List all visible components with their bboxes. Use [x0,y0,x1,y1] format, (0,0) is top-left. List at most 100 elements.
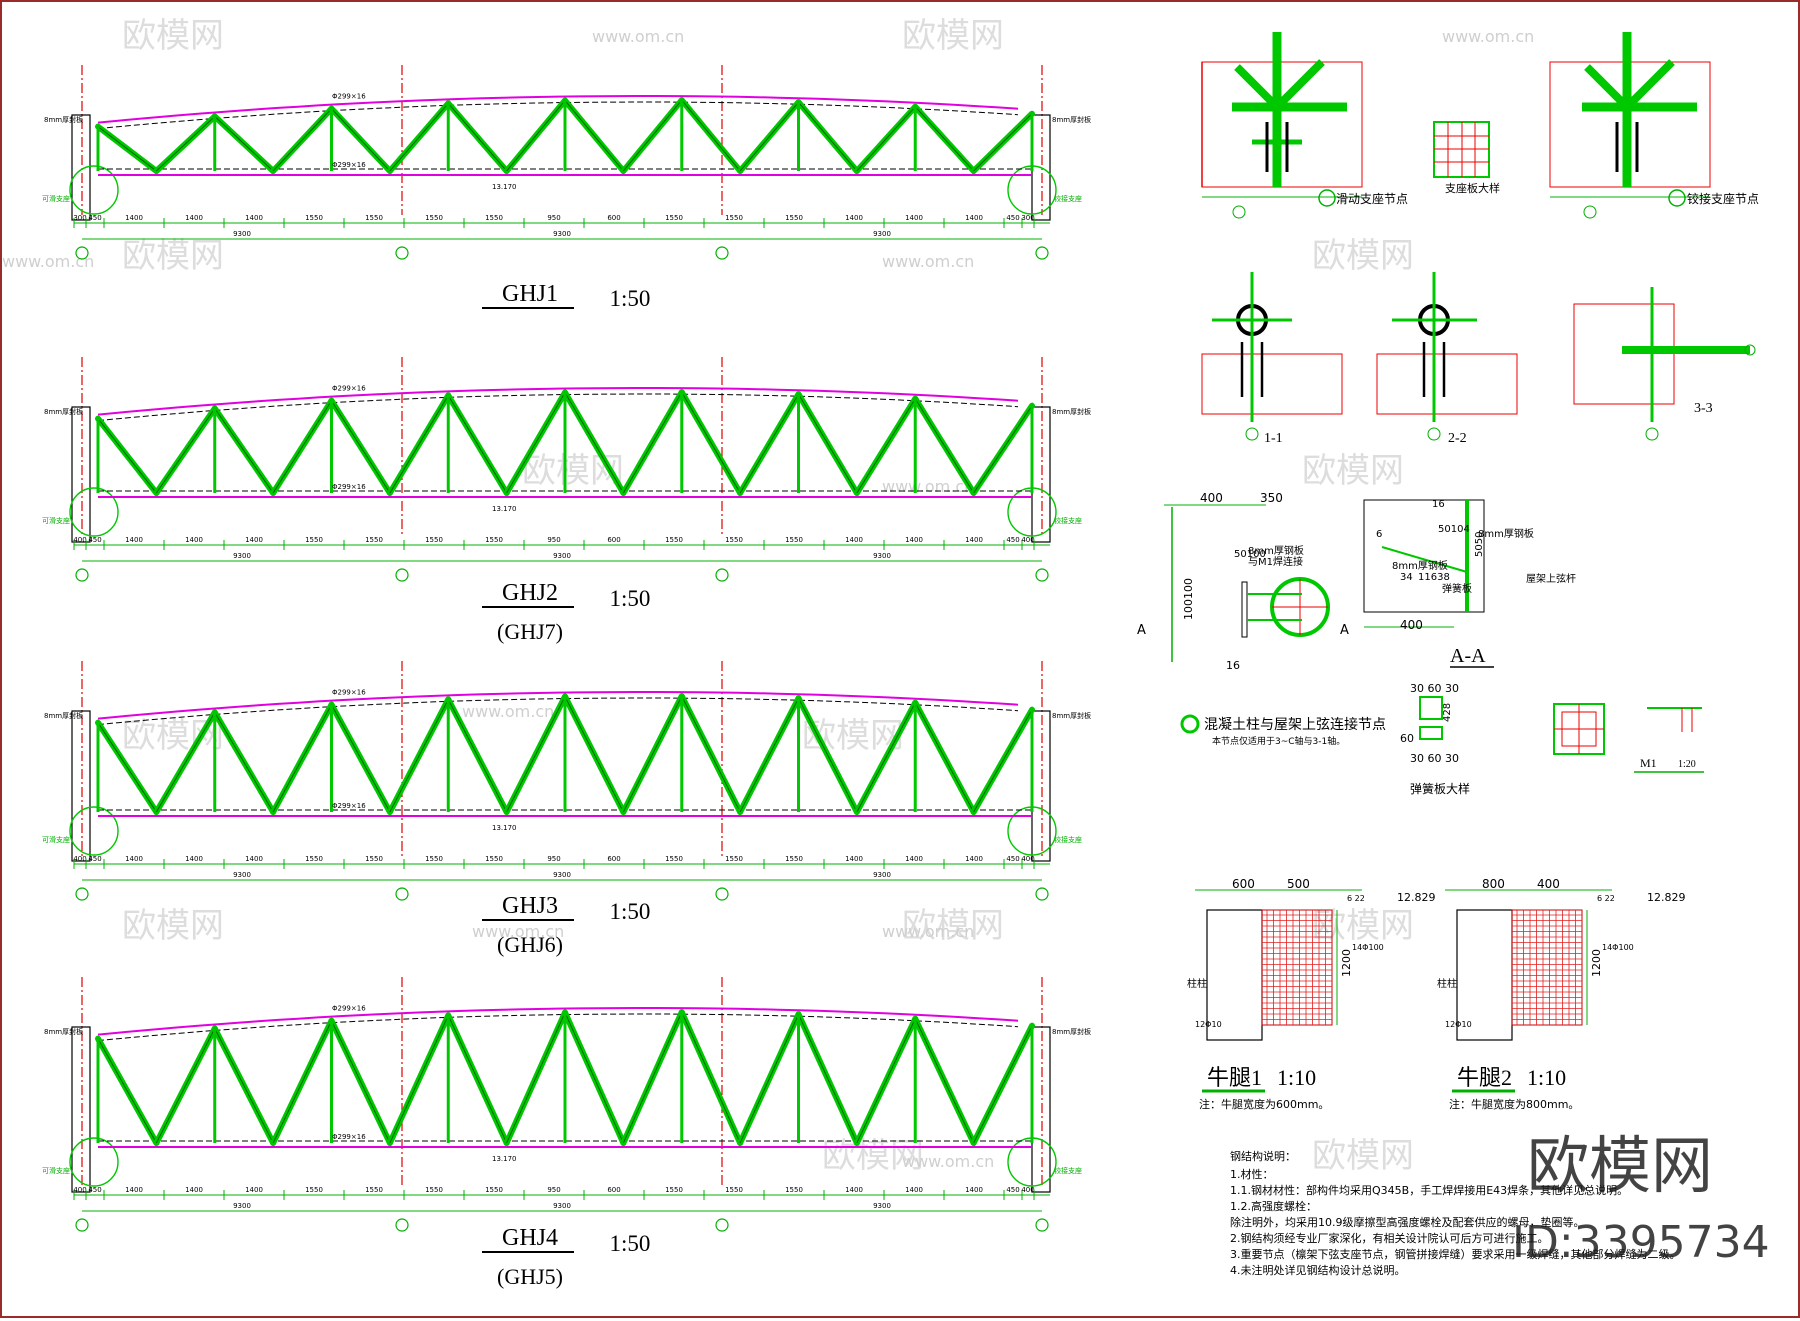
web-member-center [447,395,507,494]
detail-column-chord-connection: 400 350 8mm厚钢板 与M1焊连接 50100 100100 16 A … [1137,491,1386,747]
dimension-label: 1550 [425,536,443,544]
web-member-center [331,400,391,494]
corbel-dim-label: 1200 [1340,949,1353,977]
web-member-center [856,1018,916,1144]
top-chord [97,95,1019,124]
detail-spring-plate: 30 60 30 60 428 30 60 30 弹簧板大样 [1400,682,1470,796]
watermark-text: 欧模网 [1312,236,1414,276]
span-label: 9300 [233,871,251,879]
column-left [71,114,91,221]
axis-bubble [75,568,89,582]
web-member-center [447,103,507,172]
watermark-url: www.om.cn [882,252,974,271]
elevation-label: 13.170 [492,183,517,191]
web-member-center [798,698,858,813]
top-chord [97,691,1019,720]
dim-label: 350 [1260,491,1283,505]
right-support-label: 铰接支座 [1054,835,1082,844]
axis-bubble [1035,568,1049,582]
elevation-label: 13.170 [492,505,517,513]
left-support-label: 可滑支座 [42,516,70,525]
axis-bubble [395,1218,409,1232]
truss-scale-text: 1:50 [610,1231,651,1256]
dimension-label: 450 [88,536,101,544]
dimension-label: 450 [1006,855,1019,863]
watermark-url: www.om.cn [882,922,974,941]
section-mark: A [1137,623,1146,638]
end-plate-label: 8mm厚封板 [44,711,83,720]
watermark-url: www.om.cn [902,1152,994,1171]
section-label: 3-3 [1694,401,1713,416]
web-member-center [156,408,216,494]
dimension-label: 1550 [485,1186,503,1194]
corbel-dim-label: 600 [1232,877,1255,891]
truss-title-text: GHJ1 [502,281,558,307]
dim-label: 60 [1400,732,1414,745]
web-member-center [447,699,507,813]
bottom-chord-label: Φ299×16 [332,161,366,169]
column-left [71,1026,91,1193]
web-member-center [272,400,332,494]
corbel-note: 注：牛腿宽度为600mm。 [1199,1097,1329,1111]
truss-title-4: GHJ4 1:50 (GHJ5) [482,1225,650,1289]
top-chord-inner [97,1013,1019,1042]
dimension-label: 1550 [665,214,683,222]
notes-line: 除注明外，均采用10.9级摩擦型高强度螺栓及配套供应的螺母，垫圈等。 [1230,1215,1585,1229]
watermark-text: 欧模网 [122,236,224,276]
axis-bubble [715,246,729,260]
dimension-label: 1550 [425,214,443,222]
dimension-label: 1550 [485,214,503,222]
web-member-center [156,1028,216,1144]
section-1-1: 1-1 [1201,272,1343,446]
dim-label: 屋架上弦杆 [1526,572,1576,585]
dim-label: 11638 [1418,572,1450,583]
dimension-label: 1400 [185,855,203,863]
web-member-center [214,1028,274,1144]
watermark-text: 欧模网 [902,16,1004,56]
dimension-label: 950 [547,536,560,544]
dimension-label: 400 [73,1186,86,1194]
dim-label: 50104 [1438,524,1470,535]
span-label: 9300 [553,230,571,238]
dim-label: 5050 [1474,532,1485,557]
section-mark: A [1340,623,1349,638]
web-member-center [856,106,916,172]
dimension-label: 1400 [185,1186,203,1194]
web-member-center [681,1011,741,1144]
web-member-center [156,712,216,813]
watermark-text: 欧模网 [822,1136,924,1176]
corbel-rebar-label: 14Φ100 [1352,943,1384,952]
corbel-body [1261,909,1333,1026]
truss-title-3: GHJ3 1:50 (GHJ6) [482,893,650,957]
dimension-label: 1550 [365,855,383,863]
span-label: 9300 [873,1202,891,1210]
dimension-label: 1400 [245,855,263,863]
dimension-label: 1550 [785,1186,803,1194]
support-circle [69,1137,119,1187]
dimension-label: 1400 [965,855,983,863]
corbel-scale: 1:10 [1527,1065,1566,1090]
watermark-layer: 欧模网欧模网欧模网欧模网欧模网欧模网欧模网欧模网欧模网欧模网欧模网欧模网欧模网w… [2,16,1534,1176]
corbel-top-label: 6 22 [1597,894,1615,903]
end-plate-label: 8mm厚封板 [1052,711,1091,720]
dimension-label: 1550 [305,1186,323,1194]
web-member-center [272,108,332,172]
end-plate-label: 8mm厚封板 [44,115,83,124]
dimension-label: 1400 [245,214,263,222]
axis-bubble [75,887,89,901]
dimension-label: 400 [73,536,86,544]
detail-label: 支座板大样 [1445,181,1500,195]
axis-bubble [395,568,409,582]
column-right [1031,1026,1051,1193]
truss-alt-text: (GHJ5) [497,1264,563,1289]
bottom-chord-label: Φ299×16 [332,802,366,810]
column-right [1031,710,1051,862]
axis-bubble [395,246,409,260]
notes-line: 4.未注明处详见钢结构设计总说明。 [1230,1263,1406,1277]
web-member-center [564,392,624,494]
detail-label: 弹簧板大样 [1410,781,1470,796]
top-chord-label: Φ299×16 [332,93,366,101]
